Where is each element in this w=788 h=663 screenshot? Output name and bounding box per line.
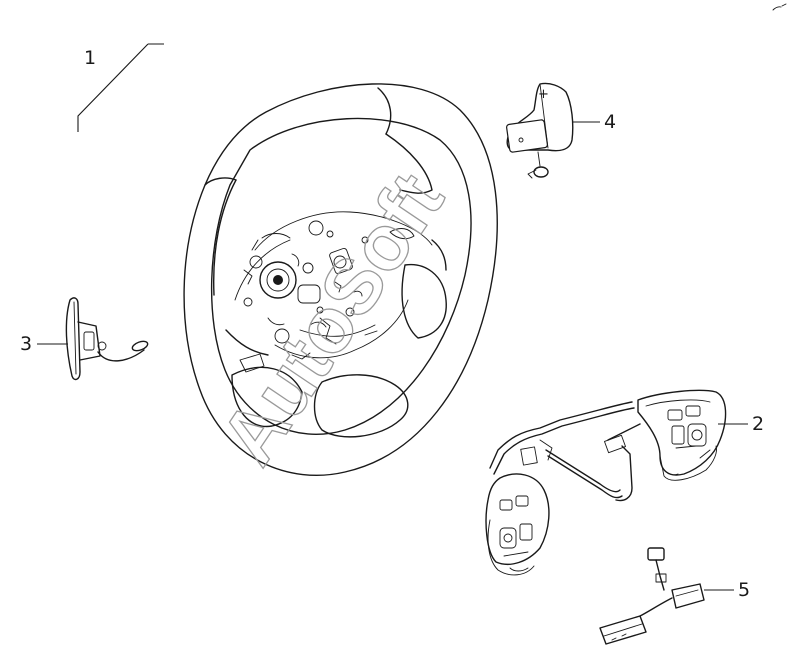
paddle-plus-symbol: +: [538, 87, 549, 102]
paddle-shifter-minus: [65, 297, 149, 381]
callout-3: 3: [20, 333, 32, 355]
callout-2: 2: [752, 413, 764, 435]
steering-switch-assembly: [485, 389, 727, 576]
steering-wheel: [183, 83, 498, 476]
watermark: AutoSoft: [203, 157, 460, 479]
wiring-harness-connector: [599, 547, 705, 645]
callout-1: 1: [84, 47, 96, 69]
callout-5: 5: [738, 579, 750, 601]
callout-4: 4: [604, 111, 616, 133]
corner-mark: [772, 3, 787, 11]
paddle-shifter-plus: +: [506, 82, 574, 179]
leader-line-1: [77, 43, 164, 132]
